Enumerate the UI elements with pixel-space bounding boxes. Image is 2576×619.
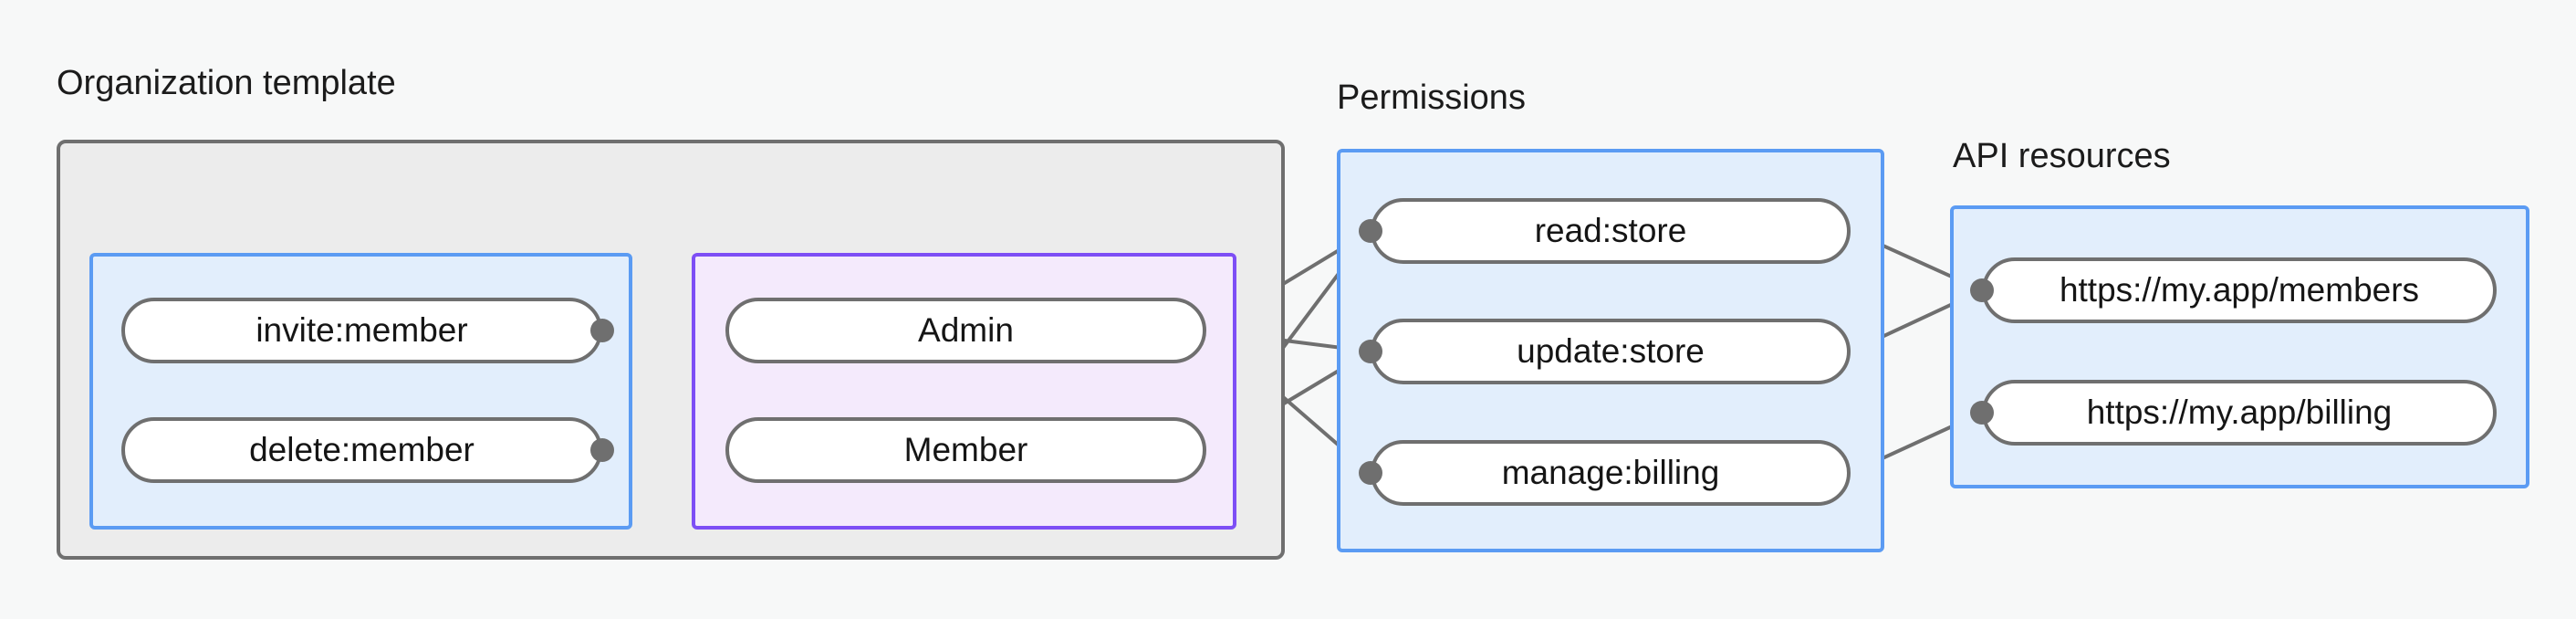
node-admin[interactable]: Admin	[725, 298, 1206, 363]
node-label: https://my.app/members	[2059, 271, 2420, 309]
node-label: Member	[903, 431, 1028, 468]
node-delete-member[interactable]: delete:member	[121, 417, 602, 483]
node-read-store[interactable]: read:store	[1371, 198, 1851, 264]
node-label: read:store	[1534, 212, 1687, 249]
group-label-organization-template: Organization template	[57, 64, 396, 102]
node-manage-billing[interactable]: manage:billing	[1371, 440, 1851, 506]
group-label-api-resources: API resources	[1953, 137, 2171, 175]
node-update-store[interactable]: update:store	[1371, 319, 1851, 384]
node-label: delete:member	[249, 431, 475, 468]
node-label: https://my.app/billing	[2086, 393, 2393, 431]
group-organization-roles	[692, 253, 1236, 530]
group-organization-permissions	[89, 253, 632, 530]
node-label: Admin	[918, 311, 1014, 349]
node-member[interactable]: Member	[725, 417, 1206, 483]
node-label: manage:billing	[1501, 454, 1720, 491]
node-invite-member[interactable]: invite:member	[121, 298, 602, 363]
group-label-permissions: Permissions	[1337, 79, 1526, 117]
node-label: invite:member	[256, 311, 468, 349]
node-billing-url[interactable]: https://my.app/billing	[1982, 380, 2497, 446]
node-label: update:store	[1517, 332, 1705, 370]
group-api-resources	[1950, 205, 2529, 488]
node-members-url[interactable]: https://my.app/members	[1982, 257, 2497, 323]
